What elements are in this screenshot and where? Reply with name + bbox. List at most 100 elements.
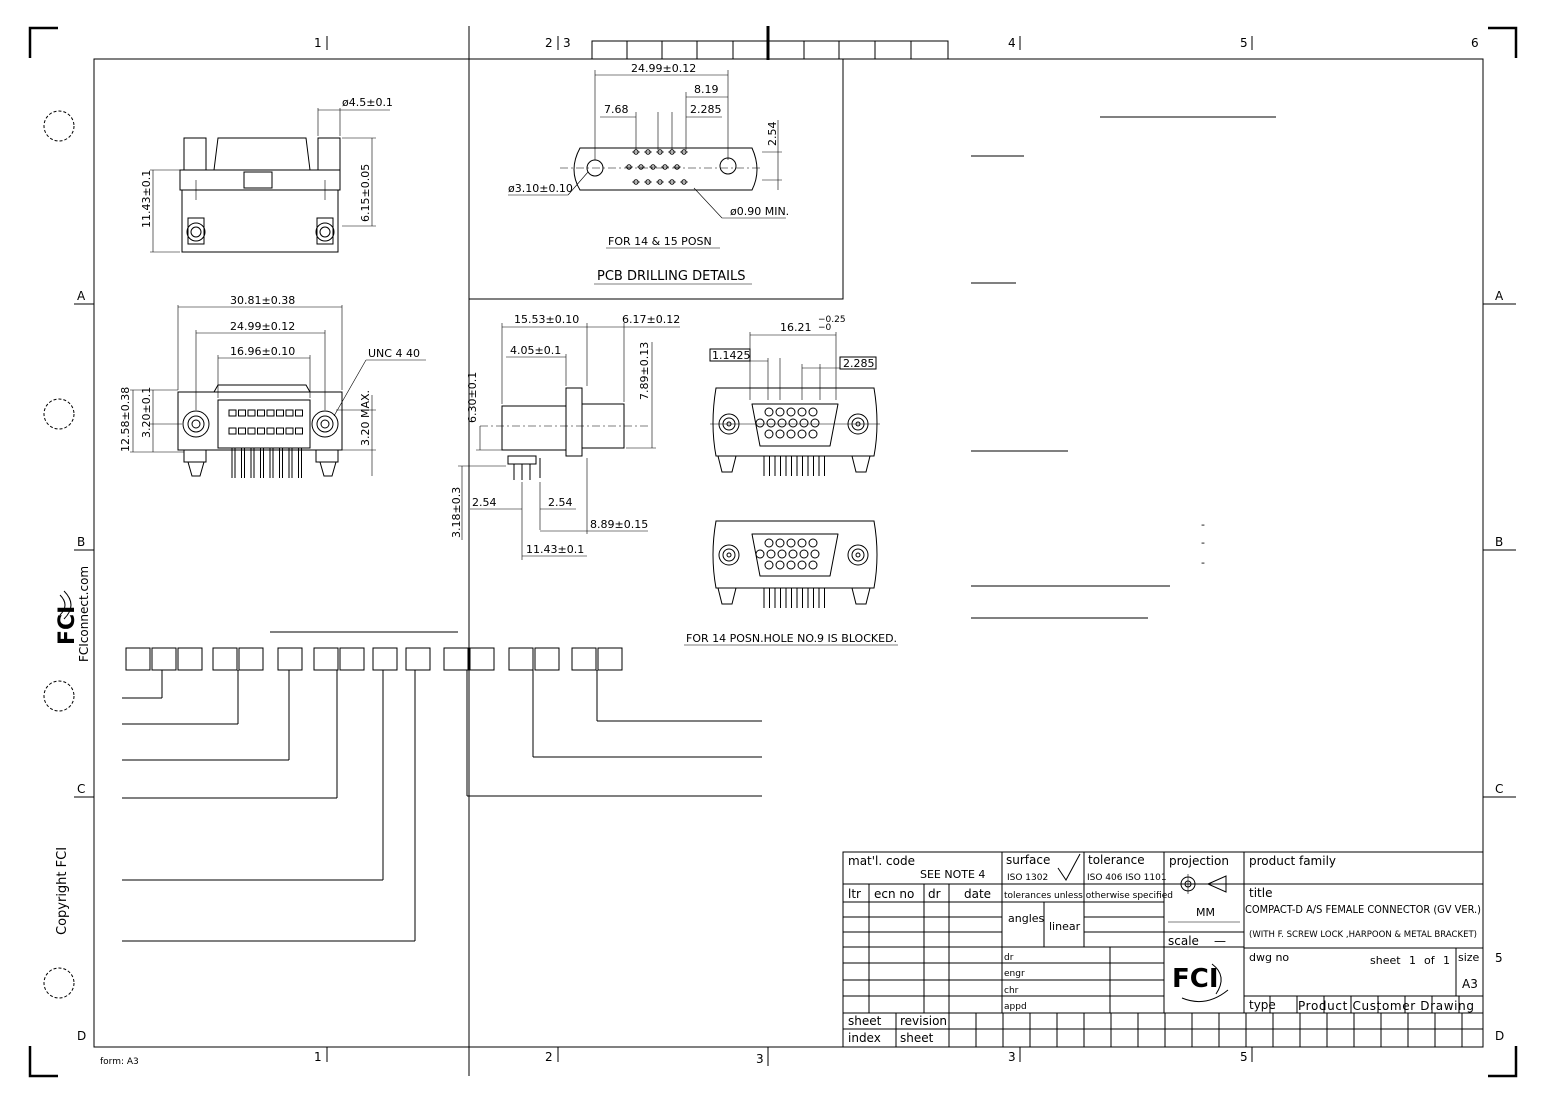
zone-bottom-4: 3 — [1008, 1050, 1016, 1064]
contact-slot — [238, 409, 246, 417]
socket-contact — [786, 560, 796, 570]
dim-pcb-8-19: 8.19 — [694, 83, 719, 96]
tb-type-label: type — [1249, 998, 1276, 1012]
socket-contact — [808, 407, 818, 417]
tb-scale-label: scale — [1168, 934, 1199, 948]
zone-bottom-1: 1 — [314, 1050, 322, 1064]
zone-top-2: 2 — [545, 36, 553, 50]
contact-slot — [247, 409, 256, 417]
tb-sig-engr: engr — [1004, 969, 1025, 979]
dim-side-8-89: 8.89±0.15 — [590, 518, 648, 531]
dim-pcb-mount-hole: ø3.10±0.10 — [508, 182, 573, 195]
zone-right-c: C — [1495, 782, 1503, 796]
socket-contact — [799, 418, 809, 428]
part-number-box — [238, 647, 264, 671]
socket-contact — [764, 538, 774, 548]
zone-top-1: 1 — [314, 36, 322, 50]
dim-front-3-20: 3.20±0.1 — [140, 387, 153, 438]
zone-right-a: A — [1495, 289, 1504, 303]
tb-fci-logo: FCI — [1172, 964, 1219, 994]
face-view-upper: 16.21 −0.25 −0 1.1425 2.285 — [709, 315, 880, 473]
dim-pcb-pitch: 24.99±0.12 — [631, 62, 696, 75]
socket-contact — [797, 560, 807, 570]
face-view-lower: FOR 14 POSN.HOLE NO.9 IS BLOCKED. — [684, 520, 898, 646]
zone-right-b: B — [1495, 535, 1503, 549]
part-number-box — [339, 647, 365, 671]
top-view: ø4.5±0.1 11.43±0.1 6.15±0.05 — [140, 96, 393, 253]
socket-contact — [764, 560, 774, 570]
dim-face-tol-lower: −0 — [818, 323, 832, 333]
tb-sig-chr: chr — [1004, 986, 1019, 996]
socket-contact — [810, 549, 820, 559]
tb-sheet-index-1: sheet — [848, 1014, 882, 1028]
tb-of-label: of — [1424, 954, 1436, 967]
tb-surface-std: ISO 1302 — [1007, 873, 1048, 883]
tb-size-value: A3 — [1462, 977, 1478, 991]
binder-holes — [43, 110, 75, 999]
zone-left-d: D — [77, 1029, 86, 1043]
part-number-box — [212, 647, 238, 671]
tb-sheet-no: 1 — [1409, 954, 1416, 967]
socket-contact — [764, 407, 774, 417]
tb-ecn: ecn no — [874, 887, 914, 901]
contact-slot — [295, 409, 303, 417]
dim-face-1-1425: 1.1425 — [712, 349, 751, 362]
part-number-box — [177, 647, 203, 671]
socket-contact — [808, 560, 818, 570]
dim-overall-width: 30.81±0.38 — [230, 294, 295, 307]
part-number-box — [597, 647, 623, 671]
part-number-box — [508, 647, 534, 671]
note-dash-2: - — [1201, 536, 1205, 549]
tb-surface-label: surface — [1006, 853, 1050, 867]
contact-slot — [247, 427, 256, 435]
socket-contact — [755, 549, 765, 559]
copyright-text: Copyright FCI — [55, 847, 70, 935]
tb-title-line2: (WITH F. SCREW LOCK ,HARPOON & METAL BRA… — [1249, 930, 1477, 940]
zone-top-5: 5 — [1240, 36, 1248, 50]
tb-revision-2: sheet — [900, 1031, 934, 1045]
socket-contact — [764, 429, 774, 439]
zone-top-3: 3 — [563, 36, 571, 50]
part-number-box — [372, 647, 398, 671]
socket-contact — [788, 549, 798, 559]
tb-ltr: ltr — [848, 887, 861, 901]
contact-slot — [285, 427, 294, 435]
tb-matl-value: SEE NOTE 4 — [920, 868, 985, 881]
website-text: FCIconnect.com — [77, 566, 91, 662]
dim-side-depth: 15.53±0.10 — [514, 313, 579, 326]
socket-contact — [808, 429, 818, 439]
tb-title-line1: COMPACT-D A/S FEMALE CONNECTOR (GV VER.) — [1245, 903, 1481, 916]
tb-product-family-label: product family — [1249, 854, 1336, 868]
tb-sig-appd: appd — [1004, 1002, 1027, 1012]
contact-slot — [228, 427, 237, 435]
dim-side-6-17: 6.17±0.12 — [622, 313, 680, 326]
socket-contact — [775, 560, 785, 570]
zone-right-d: D — [1495, 1029, 1504, 1043]
pcb-drilling-panel: 24.99±0.12 8.19 7.68 2.285 2.54 ø3.10±0.… — [468, 58, 844, 300]
part-number-box — [534, 647, 560, 671]
face-pin-arrays — [755, 407, 825, 608]
tb-dwg-label: dwg no — [1249, 951, 1289, 964]
contact-slot — [266, 427, 275, 435]
part-number-box — [313, 647, 339, 671]
tb-tolerance-label: tolerance — [1088, 853, 1145, 867]
tb-revision-1: revision — [900, 1014, 947, 1028]
part-number-box — [277, 647, 303, 671]
contact-slot — [238, 427, 246, 435]
dim-front-height: 12.58±0.38 — [119, 387, 132, 452]
socket-contact — [799, 549, 809, 559]
part-number-box — [571, 647, 597, 671]
dim-face-tol-upper: −0.25 — [818, 315, 846, 325]
zone-bottom-3: 3 — [756, 1052, 764, 1066]
dim-side-6-30: 6.30±0.1 — [466, 372, 479, 423]
tb-of-no: 1 — [1443, 954, 1450, 967]
part-number-box — [469, 647, 495, 671]
socket-contact — [775, 429, 785, 439]
zone-bottom-5: 5 — [1240, 1050, 1248, 1064]
notes-area: - - - — [971, 116, 1276, 619]
tb-sheet-index-2: index — [848, 1031, 881, 1045]
dim-top-flange: 6.15±0.05 — [359, 164, 372, 222]
dim-pcb-2-54: 2.54 — [766, 122, 779, 147]
contact-slot — [257, 409, 265, 417]
socket-contact — [786, 429, 796, 439]
